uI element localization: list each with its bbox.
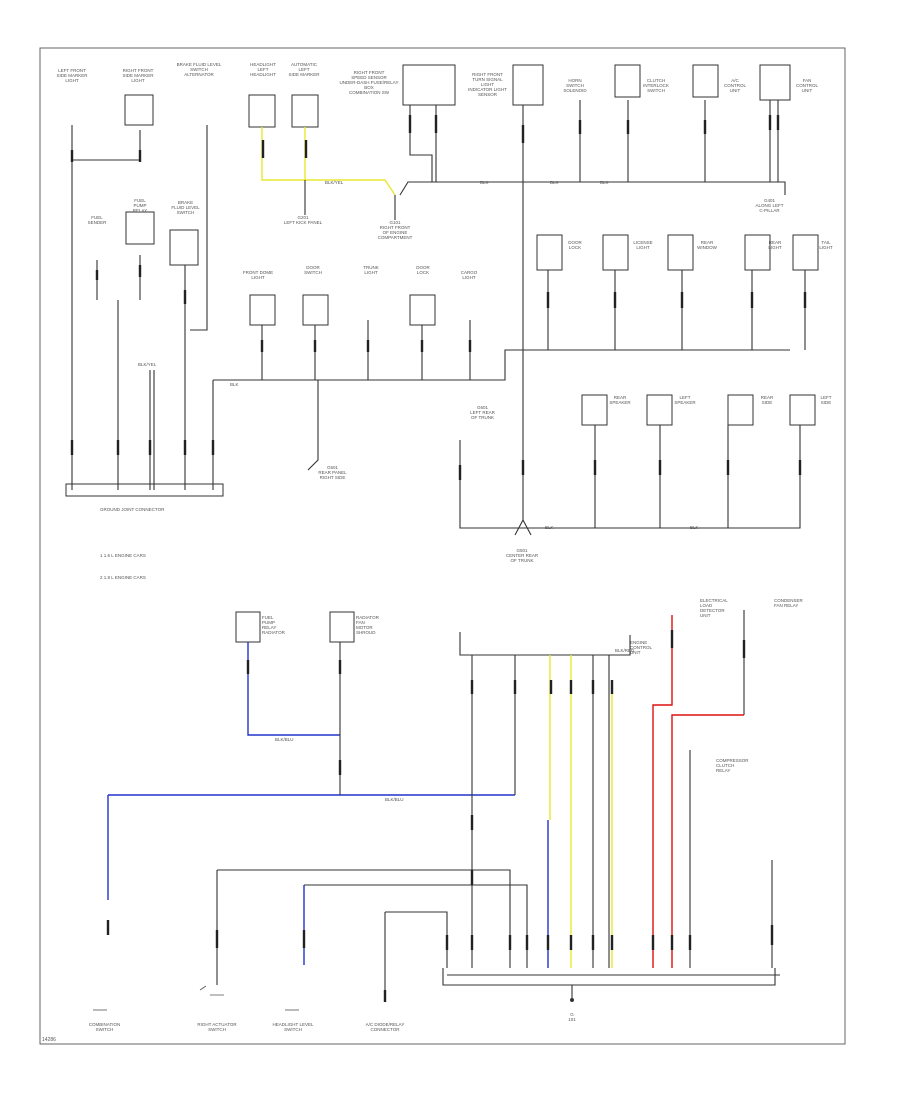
wire-code: BLK	[230, 382, 239, 387]
legend-marker: 2	[100, 575, 103, 580]
connector-label: GROUND JOINT CONNECTOR	[100, 507, 165, 512]
bottom-ground-symbols	[93, 985, 299, 1011]
legend-text: 1.8 L ENGINE CARS	[103, 575, 146, 580]
wire-code: BLK/RED	[615, 648, 635, 653]
wire-code: BLK	[600, 180, 609, 185]
red-wires	[652, 615, 744, 968]
wire-code: BLK/BLU	[275, 737, 294, 742]
bottom-ground-bus	[106, 630, 780, 1002]
wire-code: BLK/BLU	[385, 797, 404, 802]
wire-code: BLK	[480, 180, 489, 185]
right-ground-tree	[458, 425, 802, 536]
middle-ground-wires	[260, 270, 807, 471]
top-ground-bus	[261, 100, 786, 520]
wire-code: BLK	[690, 525, 699, 530]
legend-1: 1 1.6 L ENGINE CARS	[100, 553, 146, 558]
legend-marker: 1	[100, 553, 103, 558]
top-left-ground-wires	[65, 125, 790, 497]
legend-text: 1.6 L ENGINE CARS	[103, 553, 146, 558]
legend-2: 2 1.8 L ENGINE CARS	[100, 575, 146, 580]
top-component-boxes	[124, 64, 819, 426]
wire-code: BLK	[545, 525, 554, 530]
black-wires-bottom	[216, 610, 773, 1000]
diagram-frame	[39, 47, 846, 1045]
wire-code: BLK/YEL	[325, 180, 344, 185]
bottom-component-boxes	[235, 611, 631, 656]
wire-code: BLK/YEL	[138, 362, 157, 367]
footer-code: 14286	[42, 1037, 56, 1043]
wire-code: BLK	[550, 180, 559, 185]
